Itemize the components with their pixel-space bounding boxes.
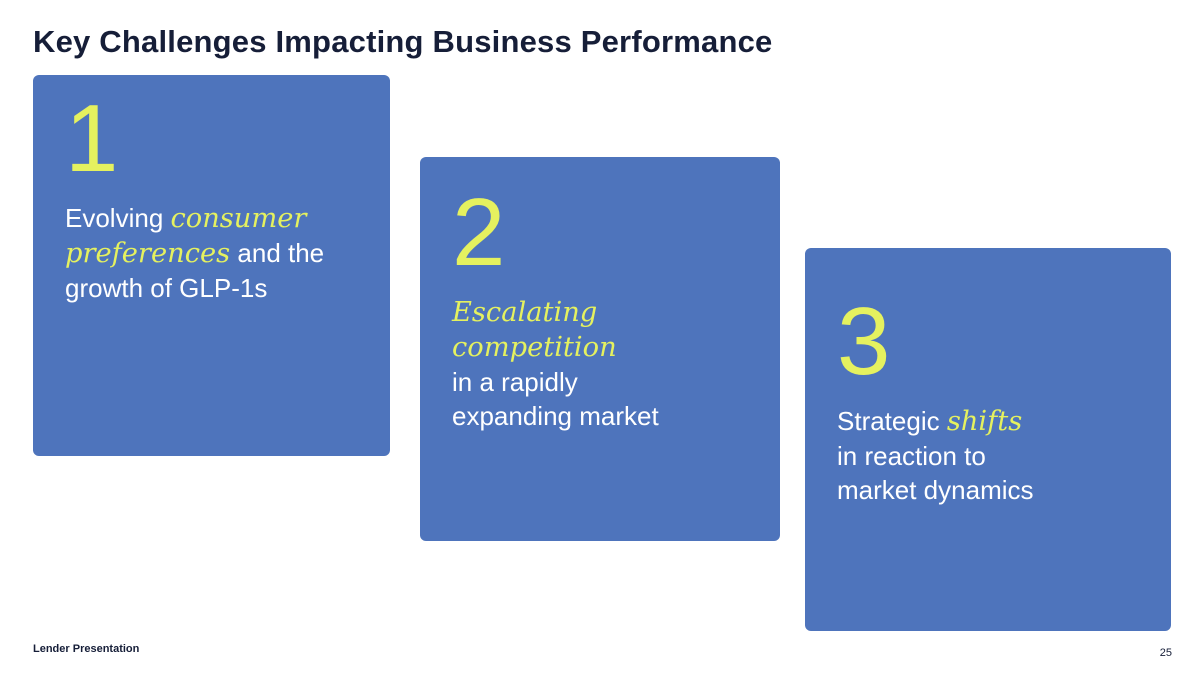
text-line: in reaction to <box>837 439 1034 473</box>
accent-text: Escalating competition <box>452 297 617 363</box>
page-number: 25 <box>1159 647 1172 659</box>
challenge-number-3: 3 <box>837 288 891 395</box>
text-line: expanding market <box>452 399 748 433</box>
text-line: Strategic shifts <box>837 404 1034 439</box>
accent-text: shifts <box>946 406 1023 437</box>
body-text: in a rapidly <box>452 367 578 397</box>
text-line: in a rapidly <box>452 365 748 399</box>
text-line: Escalating competition <box>452 295 748 365</box>
text-line: growth of GLP-1s <box>65 271 324 305</box>
challenge-text-2: Escalating competition in a rapidly expand… <box>452 295 748 433</box>
text-line: preferences and the <box>65 236 324 271</box>
footer-label: Lender Presentation <box>33 643 140 655</box>
challenge-number-2: 2 <box>452 179 506 286</box>
challenge-number-1: 1 <box>65 85 119 192</box>
body-text: growth of GLP-1s <box>65 273 268 303</box>
text-line: Evolving consumer <box>65 201 324 236</box>
slide-title: Key Challenges Impacting Business Perfor… <box>33 24 773 59</box>
text-line: market dynamics <box>837 473 1034 507</box>
body-text: Evolving <box>65 203 171 233</box>
body-text: and the <box>230 238 325 268</box>
accent-text: preferences <box>65 238 231 269</box>
body-text: expanding market <box>452 401 659 431</box>
challenge-card-2: 2 Escalating competition in a rapidly expa… <box>420 157 780 541</box>
accent-text: consumer <box>170 203 307 234</box>
body-text: in reaction to <box>837 441 986 471</box>
body-text: market dynamics <box>837 475 1034 505</box>
body-text: Strategic <box>837 406 947 436</box>
